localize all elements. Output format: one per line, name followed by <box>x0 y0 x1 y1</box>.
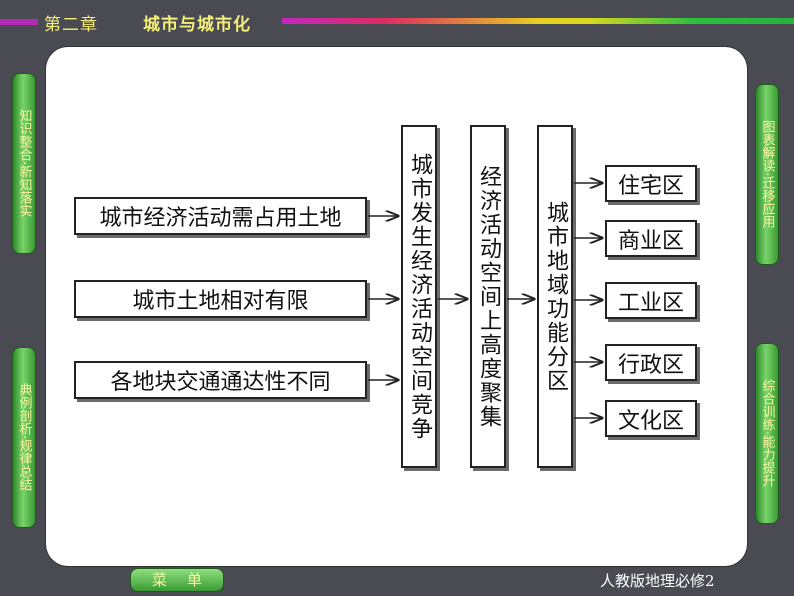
chapter-title: 城市与城市化 <box>143 15 251 35</box>
header-accent-left <box>0 19 38 25</box>
tab-example-analysis[interactable]: 典例剖析·规律总结 <box>12 347 36 528</box>
chapter-label: 第二章 <box>44 15 98 35</box>
zone-box-residential: 住宅区 <box>605 165 697 202</box>
tab-chart-reading[interactable]: 图表解读·迁移应用 <box>755 84 779 265</box>
header-accent-right <box>282 18 794 24</box>
tab-knowledge-integration[interactable]: 知识整合·新知落实 <box>12 73 36 254</box>
content-panel: 城市经济活动需占用土地 城市土地相对有限 各地块交通通达性不同 城市发生经济活动… <box>46 47 747 566</box>
header-bar: 第二章 城市与城市化 <box>0 0 794 40</box>
tab-comprehensive-training[interactable]: 综合训练·能力提升 <box>755 343 779 524</box>
zone-box-cultural: 文化区 <box>605 400 697 437</box>
cause-box-land-use: 城市经济活动需占用土地 <box>74 197 367 235</box>
stage-box-functional-zoning: 城市地域功能分区 <box>537 125 573 468</box>
zone-box-commercial: 商业区 <box>605 220 697 257</box>
cause-box-limited-land: 城市土地相对有限 <box>74 280 367 318</box>
stage-box-spatial-competition: 城市发生经济活动空间竞争 <box>401 125 437 468</box>
stage-box-spatial-concentration: 经济活动空间上高度聚集 <box>470 125 506 468</box>
zone-box-administrative: 行政区 <box>605 344 697 381</box>
cause-box-accessibility: 各地块交通通达性不同 <box>74 361 367 399</box>
flow-arrows <box>368 47 747 566</box>
publisher-label: 人教版地理必修2 <box>600 572 715 590</box>
menu-button[interactable]: 菜单 <box>130 568 224 592</box>
zone-box-industrial: 工业区 <box>605 282 697 319</box>
